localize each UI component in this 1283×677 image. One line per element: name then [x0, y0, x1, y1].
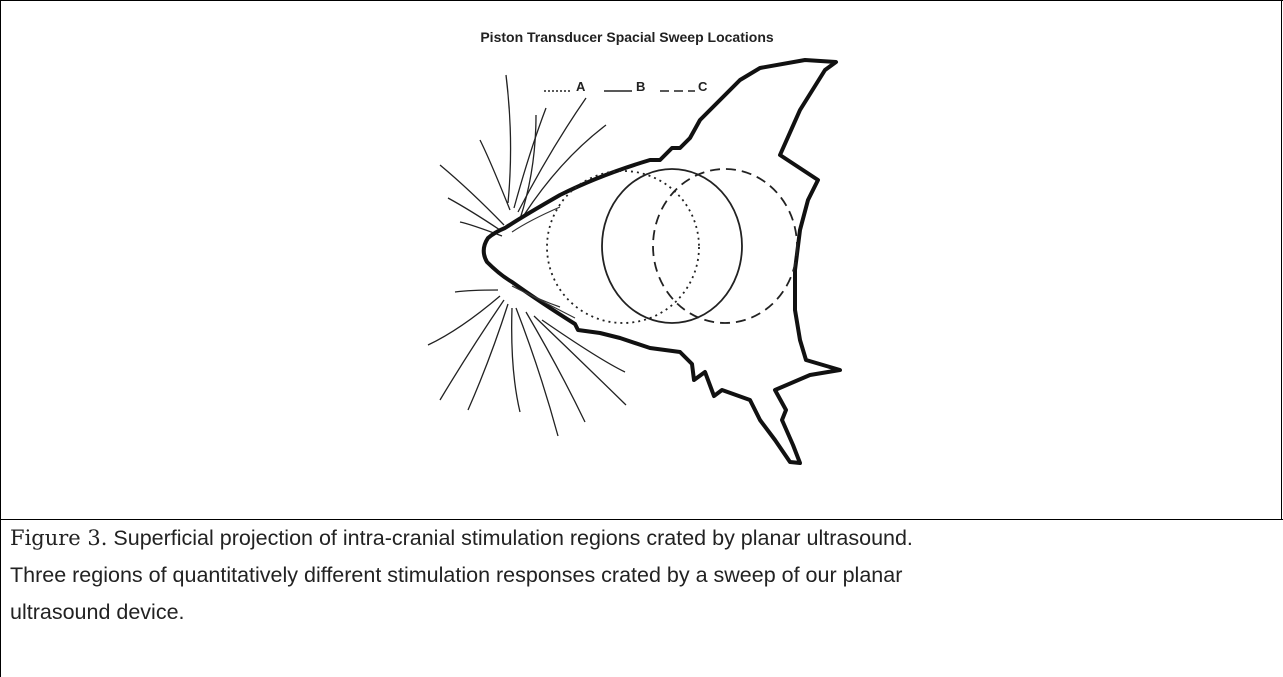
- caption-line-3: ultrasound device.: [10, 594, 1270, 631]
- diagram-title: Piston Transducer Spacial Sweep Location…: [480, 29, 774, 45]
- region-c-circle: [653, 169, 797, 323]
- head-outline: [484, 60, 840, 463]
- caption-figure-number: Figure 3.: [10, 526, 107, 550]
- caption-line-2: Three regions of quantitatively differen…: [10, 557, 1270, 594]
- figure-caption: Figure 3. Superficial projection of intr…: [10, 520, 1270, 631]
- caption-line-1: Figure 3. Superficial projection of intr…: [10, 520, 1270, 557]
- legend: A B C: [544, 79, 708, 94]
- snout-detail: [512, 207, 575, 318]
- region-b-circle: [602, 169, 742, 323]
- legend-label-c: C: [698, 79, 708, 94]
- whiskers: [428, 75, 626, 436]
- rat-head-diagram: Piston Transducer Spacial Sweep Location…: [0, 0, 1283, 520]
- caption-line-1-text: Superficial projection of intra-cranial …: [107, 526, 912, 550]
- legend-label-b: B: [636, 79, 645, 94]
- legend-label-a: A: [576, 79, 586, 94]
